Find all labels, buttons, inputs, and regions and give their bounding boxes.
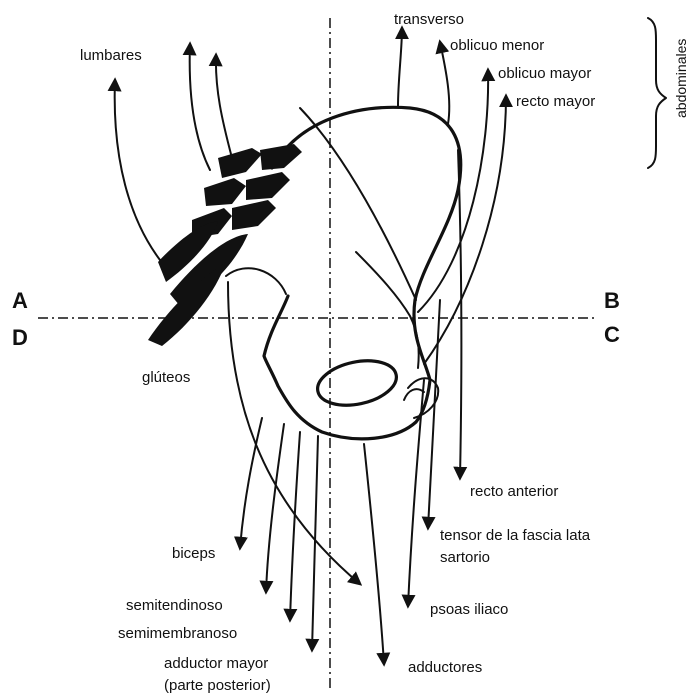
label-oblicuo-menor: oblicuo menor xyxy=(450,37,544,54)
oblicuo-mayor-arrow xyxy=(418,70,488,312)
acetabulum-curve-inner xyxy=(404,389,424,400)
label-sartorio: sartorio xyxy=(440,549,490,566)
transverso-arrow xyxy=(398,28,402,106)
label-biceps: biceps xyxy=(172,545,215,562)
tensor-arrow xyxy=(428,300,440,528)
label-adductores: adductores xyxy=(408,659,482,676)
axis-label-d: D xyxy=(12,325,28,350)
ischium-curve xyxy=(226,268,286,294)
iliac-wing-ridge xyxy=(300,108,416,300)
adductores-arrow xyxy=(364,444,384,664)
biceps-arrow xyxy=(240,418,262,548)
label-transverso: transverso xyxy=(394,11,464,28)
axis-label-b: B xyxy=(604,288,620,313)
label-lumbares: lumbares xyxy=(80,47,142,64)
recto-anterior-arrow xyxy=(458,150,461,478)
iliac-inner-curve xyxy=(356,252,419,368)
label-abdominales: abdominales xyxy=(673,39,688,118)
obturator-foramen xyxy=(314,354,401,412)
semimembranoso-arrow xyxy=(290,432,300,620)
lumbares-arrow-2 xyxy=(190,44,210,170)
label-oblicuo-mayor: oblicuo mayor xyxy=(498,65,591,82)
label-recto-anterior: recto anterior xyxy=(470,483,558,500)
oblicuo-menor-arrow xyxy=(440,42,449,124)
label-semimembranoso: semimembranoso xyxy=(118,625,237,642)
lumbares-arrow-3 xyxy=(216,55,232,158)
label-semitendinoso: semitendinoso xyxy=(126,597,223,614)
label-psoas: psoas iliaco xyxy=(430,601,508,618)
axis-label-c: C xyxy=(604,322,620,347)
abdominales-brace xyxy=(648,18,666,168)
label-recto-mayor: recto mayor xyxy=(516,93,595,110)
label-gluteos: glúteos xyxy=(142,369,190,386)
axis-label-a: A xyxy=(12,288,28,313)
label-adductor-mayor: adductor mayor xyxy=(164,655,268,672)
lumbares-arrow-1 xyxy=(115,80,160,260)
label-tensor: tensor de la fascia lata xyxy=(440,527,591,544)
psoas-arrow xyxy=(408,380,424,606)
label-parte-posterior: (parte posterior) xyxy=(164,677,271,694)
semitendinoso-arrow xyxy=(266,424,284,592)
